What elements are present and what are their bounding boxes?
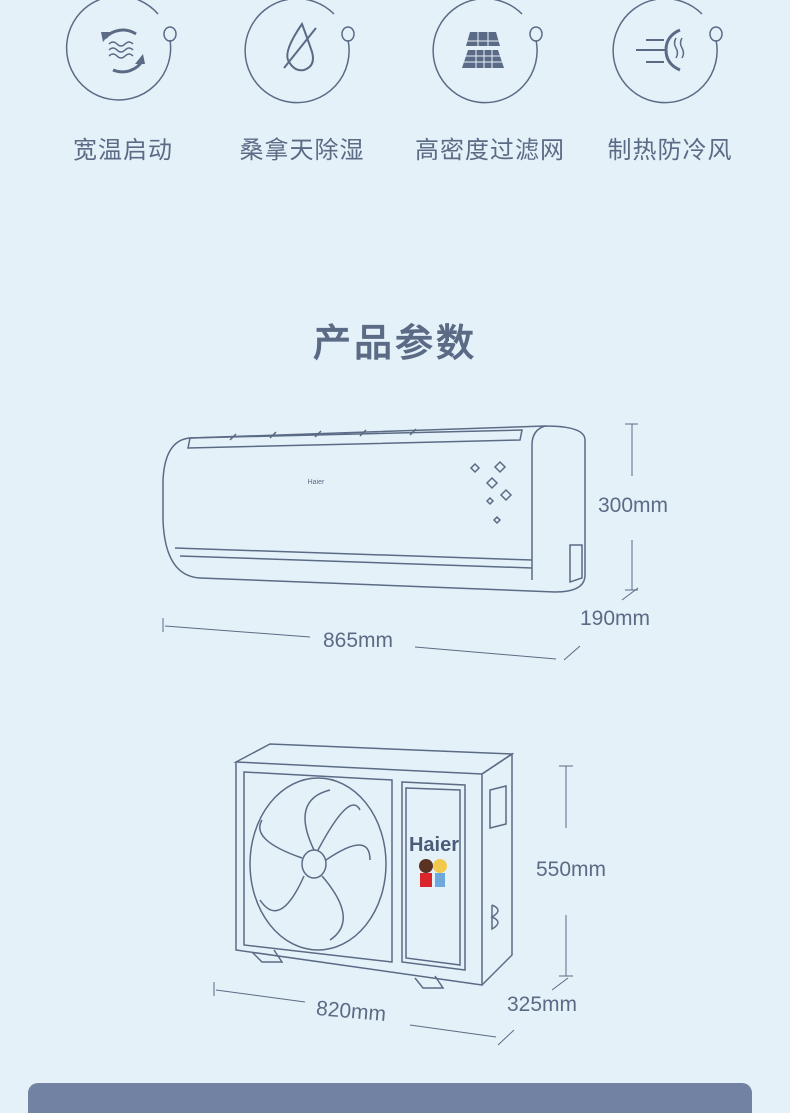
temperature-cycle-icon <box>65 0 177 101</box>
indoor-height-label: 300mm <box>598 494 669 517</box>
outdoor-brand-logo: Haier <box>409 834 459 856</box>
warm-air-icon <box>612 0 723 104</box>
indoor-unit-drawing <box>162 425 586 593</box>
feature-label: 桑拿天除湿 <box>239 136 365 164</box>
feature-wide-temp-start: 宽温启动 <box>33 0 213 164</box>
outdoor-unit-drawing <box>233 743 515 989</box>
feature-filter: 高密度过滤网 <box>400 0 580 164</box>
indoor-brand-logo: Haier <box>308 479 325 486</box>
next-section-header-bar <box>28 1083 752 1113</box>
outdoor-depth-label: 325mm <box>507 993 578 1016</box>
outdoor-height-label: 550mm <box>536 858 607 881</box>
feature-label: 制热防冷风 <box>607 136 733 164</box>
indoor-width-label: 865mm <box>323 629 394 652</box>
feature-label: 高密度过滤网 <box>415 136 565 164</box>
feature-anti-cold-air: 制热防冷风 <box>580 0 760 164</box>
feature-dehumidify: 桑拿天除湿 <box>212 0 392 164</box>
dehumidify-drop-icon <box>244 0 355 104</box>
dimension-lines <box>162 423 639 1046</box>
filter-mesh-icon <box>432 0 543 104</box>
section-title: 产品参数 <box>312 321 477 365</box>
indoor-depth-label: 190mm <box>580 607 651 630</box>
mascot-icon <box>419 859 447 887</box>
feature-label: 宽温启动 <box>73 136 173 164</box>
